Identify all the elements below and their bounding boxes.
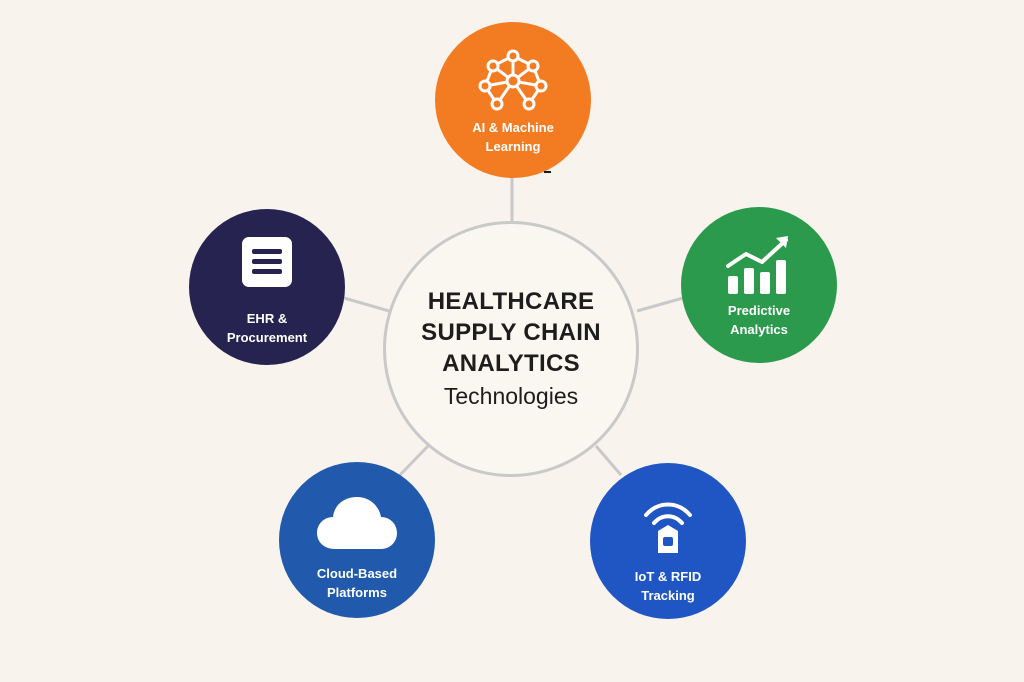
node-label-line-1: AI & Machine (472, 120, 554, 135)
connector-predictive (636, 296, 684, 313)
node-label: IoT & RFID Tracking (635, 567, 701, 605)
node-ehr-procurement: EHR & Procurement (189, 209, 345, 365)
node-label-line-1: Predictive (727, 303, 791, 318)
node-label-line-2: Learning (485, 139, 541, 154)
central-title-line-2: SUPPLY CHAIN (421, 319, 601, 346)
stray-mark (544, 171, 551, 173)
node-cloud-platforms: Cloud-Based Platforms (279, 462, 435, 618)
document-list-icon (239, 229, 295, 295)
growth-chart-icon (724, 231, 794, 297)
node-predictive-analytics: Predictive Analytics (681, 207, 837, 363)
node-label-line-1: EHR & (246, 311, 288, 326)
node-label-line-1: Cloud-Based (316, 566, 398, 581)
central-title-line-1: HEALTHCARE (427, 288, 595, 315)
node-label-line-1: IoT & RFID (634, 569, 702, 584)
connector-cloud (398, 444, 430, 477)
cloud-icon (315, 490, 399, 556)
rfid-tag-icon (638, 493, 698, 559)
connector-iot (594, 445, 623, 476)
node-label-line-2: Tracking (641, 588, 695, 603)
neural-network-icon (477, 48, 549, 114)
node-label: Predictive Analytics (728, 301, 790, 339)
node-label: Cloud-Based Platforms (317, 564, 397, 602)
node-label-line-2: Platforms (327, 585, 387, 600)
node-label-line-2: Procurement (226, 330, 308, 345)
node-iot-rfid-tracking: IoT & RFID Tracking (590, 463, 746, 619)
central-subtitle: Technologies (443, 383, 579, 409)
central-topic: HEALTHCARE SUPPLY CHAIN ANALYTICS Techno… (383, 221, 639, 477)
connector-ehr (343, 296, 390, 313)
node-label-line-2: Analytics (730, 322, 788, 337)
node-ai-machine-learning: AI & Machine Learning (435, 22, 591, 178)
node-label: EHR & Procurement (227, 309, 307, 347)
node-label: AI & Machine Learning (472, 118, 554, 156)
central-title-line-3: ANALYTICS (442, 350, 580, 377)
